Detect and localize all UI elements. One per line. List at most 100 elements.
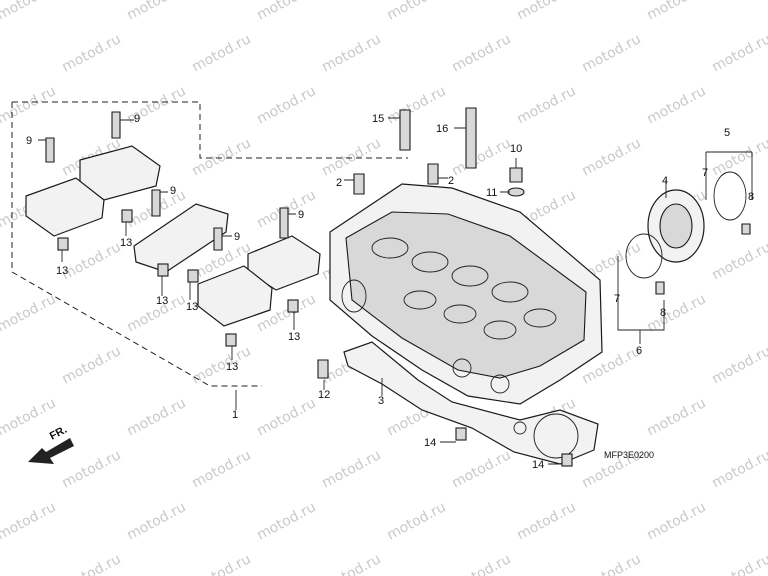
stud-2-left[interactable] [353,173,365,195]
callout-13-f: 13 [288,331,300,343]
callout-12: 12 [318,389,330,401]
callout-4: 4 [662,175,668,187]
watermark-text: motod.ru [709,135,768,179]
watermark-text: motod.ru [124,395,188,439]
watermark-text: motod.ru [319,31,383,75]
callout-9-d: 9 [234,231,240,243]
watermark-text: motod.ru [254,0,318,24]
watermark-text: motod.ru [189,447,253,491]
callout-16: 16 [436,123,448,135]
group-bracket-1 [11,101,408,387]
callout-3: 3 [378,395,384,407]
watermark-text: motod.ru [644,395,708,439]
watermark-text: motod.ru [124,0,188,24]
callout-10: 10 [510,143,522,155]
callout-7-left: 7 [614,293,620,305]
watermark-text: motod.ru [319,447,383,491]
callout-9-c: 9 [170,185,176,197]
watermark-text: motod.ru [579,31,643,75]
callout-11: 11 [486,187,497,199]
callout-8-right: 8 [748,191,754,203]
watermark-text: motod.ru [189,343,253,387]
watermark-text: motod.ru [59,31,123,75]
watermark-text: motod.ru [384,499,448,543]
watermark-text: motod.ru [644,83,708,127]
dowel-14-a[interactable] [455,427,467,441]
watermark-text: motod.ru [579,135,643,179]
stud-bolt-15[interactable] [399,109,411,151]
watermark-text: motod.ru [0,499,59,543]
watermark-text: motod.ru [254,83,318,127]
watermark-text: motod.ru [59,239,123,283]
callout-14-a: 14 [424,437,436,449]
watermark-text: motod.ru [449,447,513,491]
sealing-bolt-10[interactable] [509,167,523,183]
callout-8-bottom: 8 [660,307,666,319]
watermark-text: motod.ru [0,291,59,335]
insulator-4[interactable] [647,189,705,263]
callout-14-b: 14 [532,459,544,471]
head-gasket[interactable] [343,341,599,465]
screw-8-a[interactable] [655,281,665,295]
watermark-text: motod.ru [709,239,768,283]
watermark-text: motod.ru [449,551,513,576]
front-direction-label: FR. [48,424,69,443]
watermark-text: motod.ru [709,343,768,387]
watermark-text: motod.ru [579,551,643,576]
watermark-text: motod.ru [709,447,768,491]
watermark-text: motod.ru [514,499,578,543]
callout-13-c: 13 [156,295,168,307]
dowel-14-b[interactable] [561,453,573,467]
watermark-text: motod.ru [384,83,448,127]
watermark-text: motod.ru [514,0,578,24]
band-7-b[interactable] [713,171,747,221]
callout-15: 15 [372,113,384,125]
camshaft-holder-c[interactable] [133,203,229,273]
screw-8-b[interactable] [741,223,751,235]
callout-9-a: 9 [26,135,32,147]
watermark-text: motod.ru [709,551,768,576]
watermark-text: motod.ru [59,551,123,576]
callout-5: 5 [724,127,730,139]
callout-9-b: 9 [134,113,140,125]
watermark-text: motod.ru [449,135,513,179]
watermark-text: motod.ru [59,447,123,491]
stud-12[interactable] [317,359,329,379]
watermark-text: motod.ru [59,343,123,387]
dowel-pins[interactable] [57,209,299,347]
cylinder-head[interactable] [329,183,603,405]
washer-11[interactable] [507,187,525,197]
watermark-text: motod.ru [514,83,578,127]
watermark-text: motod.ru [124,499,188,543]
callout-13-a: 13 [56,265,68,277]
callout-2-left: 2 [336,177,342,189]
stud-2-right[interactable] [427,163,439,185]
callout-13-b: 13 [120,237,132,249]
callout-labels: 1 2 2 3 4 5 6 7 7 8 8 9 9 9 9 9 10 11 12… [26,113,754,471]
band-7-a[interactable] [625,233,663,279]
watermark-text: motod.ru [254,395,318,439]
callout-2-right: 2 [448,175,454,187]
watermark-text: motod.ru [189,31,253,75]
leader-lines [38,117,753,465]
bolts-9[interactable] [45,111,289,251]
watermark-text: motod.ru [384,0,448,24]
spark-plug[interactable] [465,107,477,169]
watermark-text: motod.ru [644,499,708,543]
watermark-text: motod.ru [709,31,768,75]
watermark-text: motod.ru [319,135,383,179]
front-direction-arrow: FR. [28,424,74,464]
watermark-text: motod.ru [189,135,253,179]
watermark-text: motod.ru [254,499,318,543]
callout-13-e: 13 [226,361,238,373]
camshaft-holder-e[interactable] [197,265,273,327]
callout-9-e: 9 [298,209,304,221]
camshaft-holder-b[interactable] [25,177,105,237]
watermark-text: motod.ru [449,31,513,75]
watermark-text: motod.ru [319,551,383,576]
callout-6: 6 [636,345,642,357]
callout-7-right: 7 [702,167,708,179]
watermark-text: motod.ru [644,291,708,335]
callout-13-d: 13 [186,301,198,313]
